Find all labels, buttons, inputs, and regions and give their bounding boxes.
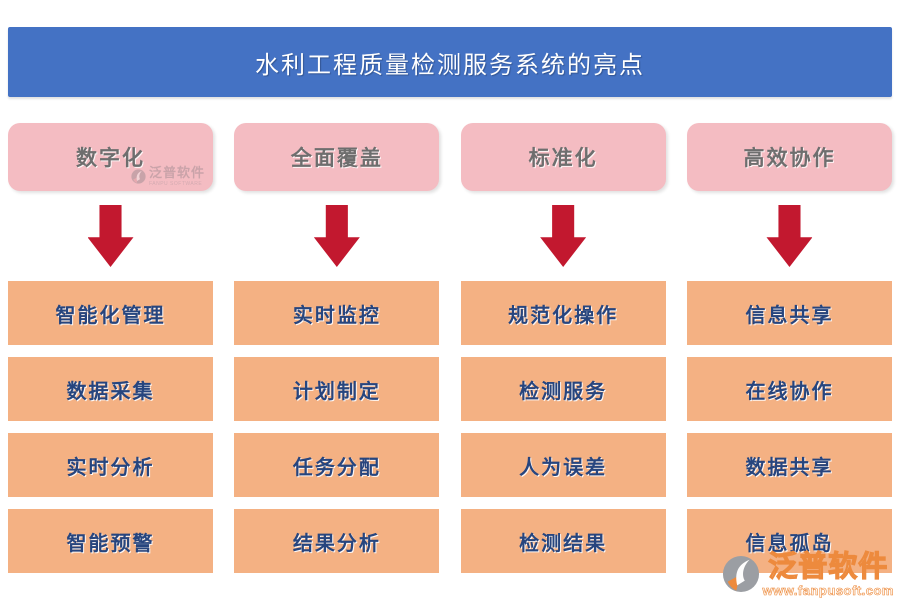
item-box: 智能化管理 [8, 281, 213, 345]
item-label: 在线协作 [745, 380, 834, 403]
item-box: 检测结果 [460, 509, 666, 573]
item-label: 实时分析 [66, 456, 155, 479]
item-box: 智能预警 [8, 509, 213, 573]
category-box: 数字化 泛普软件 FANPU SOFTWARE [8, 123, 213, 191]
item-label: 信息孤岛 [745, 532, 834, 555]
item-label: 数据采集 [66, 380, 155, 403]
column-standardization: 标准化 规范化操作 检测服务 人为误差 检测结果 [460, 123, 666, 573]
item-label: 人为误差 [519, 456, 608, 479]
item-box: 信息孤岛 [686, 509, 892, 573]
diagram-title-bar: 水利工程质量检测服务系统的亮点 [8, 27, 892, 97]
down-arrow-icon [540, 205, 587, 267]
fanpu-watermark-small-texts: 泛普软件 FANPU SOFTWARE [149, 165, 205, 187]
down-arrow-shape [313, 205, 360, 267]
item-box: 结果分析 [234, 509, 440, 573]
item-label: 实时监控 [292, 304, 381, 327]
item-box: 信息共享 [686, 281, 892, 345]
page-title: 水利工程质量检测服务系统的亮点 [255, 52, 645, 79]
item-label: 信息共享 [745, 304, 834, 327]
down-arrow-icon [766, 205, 813, 267]
item-box: 任务分配 [234, 433, 440, 497]
down-arrow-icon [87, 205, 134, 267]
category-box: 标准化 [460, 123, 666, 191]
item-box: 实时分析 [8, 433, 213, 497]
item-label: 规范化操作 [508, 304, 619, 327]
brand-url: www.fanpusoft.com [762, 583, 894, 598]
category-label: 数字化 [76, 146, 145, 170]
down-arrow-shape [766, 205, 813, 267]
item-box: 实时监控 [234, 281, 440, 345]
item-box: 数据共享 [686, 433, 892, 497]
category-label: 全面覆盖 [290, 146, 383, 170]
item-label: 任务分配 [292, 456, 381, 479]
category-label: 高效协作 [743, 146, 836, 170]
column-full-coverage: 全面覆盖 实时监控 计划制定 任务分配 结果分析 [234, 123, 440, 573]
column-digitalization: 数字化 泛普软件 FANPU SOFTWARE 智能化管理 数据采集 实时分析 [8, 123, 213, 573]
item-label: 计划制定 [292, 380, 381, 403]
item-box: 规范化操作 [460, 281, 666, 345]
column-efficient-collaboration: 高效协作 信息共享 在线协作 数据共享 信息孤岛 [686, 123, 892, 573]
item-box: 在线协作 [686, 357, 892, 421]
down-arrow-shape [87, 205, 134, 267]
category-box: 全面覆盖 [234, 123, 440, 191]
item-box: 数据采集 [8, 357, 213, 421]
item-box: 检测服务 [460, 357, 666, 421]
brand-name: 泛普软件 [148, 165, 205, 180]
item-label: 结果分析 [292, 532, 381, 555]
down-arrow-shape [540, 205, 587, 267]
item-label: 智能预警 [66, 532, 155, 555]
item-label: 智能化管理 [55, 304, 166, 327]
brand-name-en: FANPU SOFTWARE [148, 181, 203, 187]
item-box: 人为误差 [460, 433, 666, 497]
down-arrow-icon [313, 205, 360, 267]
item-label: 数据共享 [745, 456, 834, 479]
category-label: 标准化 [528, 146, 598, 170]
columns-grid: 数字化 泛普软件 FANPU SOFTWARE 智能化管理 数据采集 实时分析 [8, 123, 892, 573]
item-label: 检测服务 [519, 380, 608, 403]
category-box: 高效协作 [686, 123, 892, 191]
item-box: 计划制定 [234, 357, 440, 421]
item-label: 检测结果 [519, 532, 608, 555]
